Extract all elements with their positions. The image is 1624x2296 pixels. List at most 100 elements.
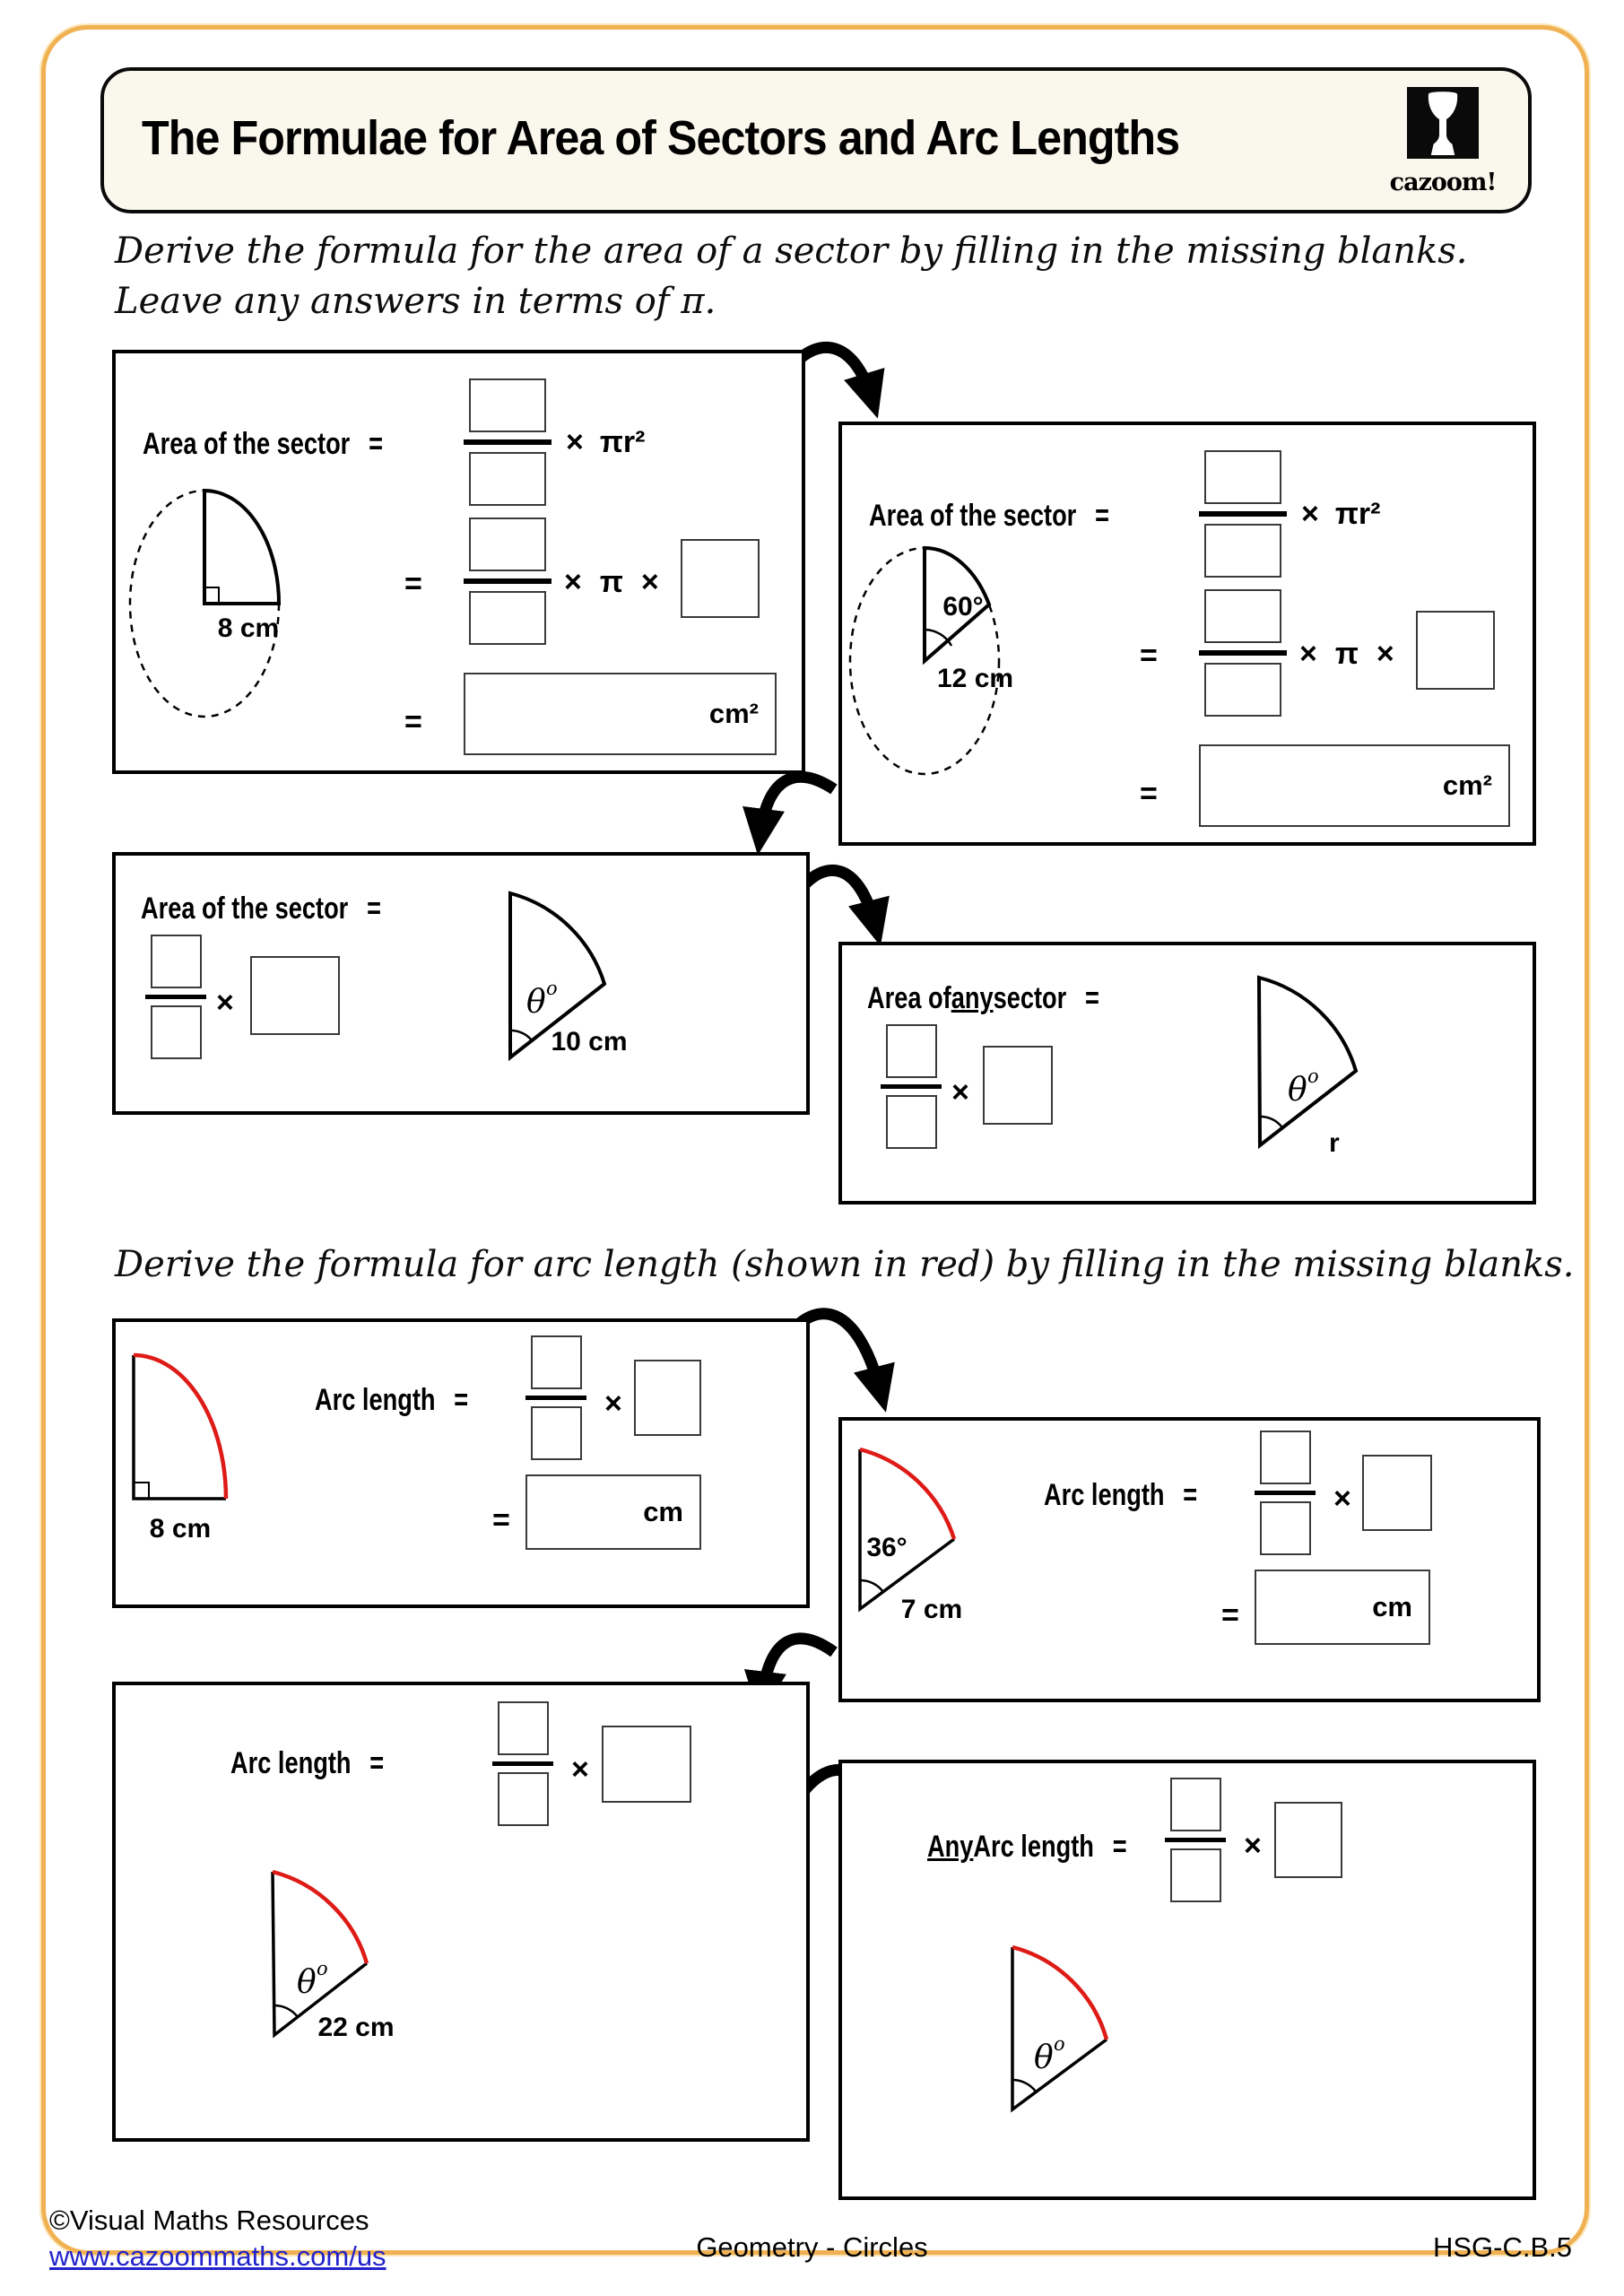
blank-answer: cm² (464, 673, 777, 755)
fraction-line (492, 1761, 553, 1766)
blank-multiplier (1274, 1802, 1342, 1878)
area-box-1: Area of the sector = × πr² = × π × = cm² (112, 350, 805, 774)
page-title: The Formulae for Area of Sectors and Arc… (142, 111, 1180, 165)
sector-shape (1256, 975, 1359, 1150)
fraction-blank (1165, 1778, 1226, 1902)
blank-multiplier (250, 956, 340, 1035)
sector-any-arc-diagram: θ o (1011, 1944, 1109, 2113)
theta-sup: o (546, 978, 558, 999)
sector-shape (508, 891, 607, 1062)
radius-label: 22 cm (317, 2013, 394, 2042)
angle-arc (1012, 2078, 1037, 2092)
sector-shape (203, 488, 282, 605)
arc-box-3-label: Arc length = (230, 1746, 385, 1780)
quarter-circle-diagram: 8 cm (128, 488, 282, 718)
blank-multiplier (634, 1360, 701, 1436)
arc-box-3: Arc length = × θ o 22 cm (112, 1682, 810, 2142)
equals-sign: = (1221, 1598, 1239, 1632)
blank-numerator (1204, 589, 1281, 643)
times-sign: × (1244, 1829, 1262, 1863)
quarter-arc-diagram: 8 cm (132, 1352, 229, 1544)
blank-denominator (469, 591, 546, 645)
sector-shape (923, 545, 992, 665)
cazoom-logo: cazoom! (1385, 87, 1501, 196)
radius-lines (271, 1871, 369, 2039)
right-angle-marker (133, 1482, 150, 1500)
area-box-4-label: Area of any sector = (867, 981, 1099, 1015)
sector-theta-diagram: θ o 10 cm (508, 891, 628, 1062)
radius-label: 12 cm (937, 664, 1013, 693)
fraction-blank (1199, 450, 1287, 578)
sector-36-diagram: 36° 7 cm (858, 1447, 962, 1624)
theta-label: θ (1288, 1072, 1307, 1109)
fraction-line (1255, 1491, 1316, 1495)
angle-arc (1259, 1115, 1282, 1127)
radius-label: 10 cm (551, 1027, 627, 1057)
blank-numerator (150, 935, 202, 988)
blank-denominator (885, 1095, 937, 1149)
blank-denominator (469, 452, 546, 506)
times-sign: × (566, 425, 584, 459)
footer-link[interactable]: www.cazoommaths.com/us (49, 2240, 386, 2272)
blank-numerator (1169, 1778, 1221, 1831)
angle-arc (509, 1029, 533, 1041)
equals-sign: = (1140, 777, 1158, 811)
unit-label: cm² (1442, 770, 1492, 801)
underlined-any: any (951, 981, 994, 1015)
blank-multiplier (602, 1726, 691, 1803)
sector-theta-arc-diagram: θ o 22 cm (271, 1869, 395, 2042)
red-arc (133, 1352, 229, 1500)
theta-label: θ (526, 984, 546, 1021)
fraction-blank (1255, 1431, 1316, 1555)
sector-any-diagram: θ o r (1256, 975, 1359, 1158)
fraction-line (1199, 511, 1287, 517)
blank-numerator (469, 378, 546, 432)
blank-numerator (469, 517, 546, 571)
fraction-line (145, 995, 206, 999)
blank-denominator (1259, 1501, 1311, 1555)
times-sign: × (604, 1387, 622, 1421)
blank-answer: cm² (1199, 744, 1510, 827)
radius-lines (858, 1449, 956, 1613)
arc-box-4-label: Any Arc length = (927, 1830, 1127, 1864)
pi-r-squared: πr² (599, 425, 646, 459)
footer-copyright: ©Visual Maths Resources (49, 2205, 369, 2236)
equals-sign: = (404, 705, 422, 739)
equals-sign: = (1095, 499, 1109, 533)
times-sign: × (951, 1075, 969, 1109)
fraction-blank (464, 378, 551, 506)
cazoom-logo-text: cazoom! (1389, 169, 1498, 196)
theta-sup: o (317, 1958, 328, 1979)
unit-label: cm (643, 1496, 683, 1527)
unit-label: cm (1372, 1591, 1412, 1622)
footer-code: HSG-C.B.5 (1432, 2231, 1572, 2263)
radius-label: 8 cm (218, 613, 279, 643)
blank-multiplier (983, 1046, 1053, 1125)
underlined-any: Any (927, 1830, 974, 1864)
fraction-blank (492, 1701, 553, 1826)
equals-sign: = (1183, 1478, 1198, 1512)
fraction-blank (145, 935, 206, 1059)
times-sign: × (1333, 1482, 1351, 1516)
equals-sign: = (1085, 981, 1099, 1015)
area-box-4: Area of any sector = × θ o r (838, 942, 1536, 1205)
theta-sup: o (1307, 1065, 1319, 1087)
blank-multiplier (1362, 1455, 1432, 1531)
times-pi-times: × π × (564, 565, 659, 600)
blank-numerator (885, 1024, 937, 1078)
radius-label: 8 cm (150, 1514, 211, 1544)
fraction-blank (464, 517, 551, 645)
times-sign: × (1376, 637, 1394, 671)
equals-sign: = (369, 427, 383, 461)
times-sign: × (564, 565, 582, 599)
times-sign: × (640, 565, 659, 599)
area-box-3-label: Area of the sector = (141, 891, 381, 926)
sector-60-diagram: 60° 12 cm (848, 545, 1013, 776)
blank-denominator (530, 1406, 582, 1460)
blank-multiplier (681, 539, 760, 618)
times-pi-r-squared: × πr² (566, 425, 645, 460)
pi-symbol: π (1334, 637, 1359, 671)
arc-box-1: 8 cm Arc length = × = cm (112, 1318, 810, 1608)
area-box-1-label: Area of the sector = (143, 427, 383, 461)
